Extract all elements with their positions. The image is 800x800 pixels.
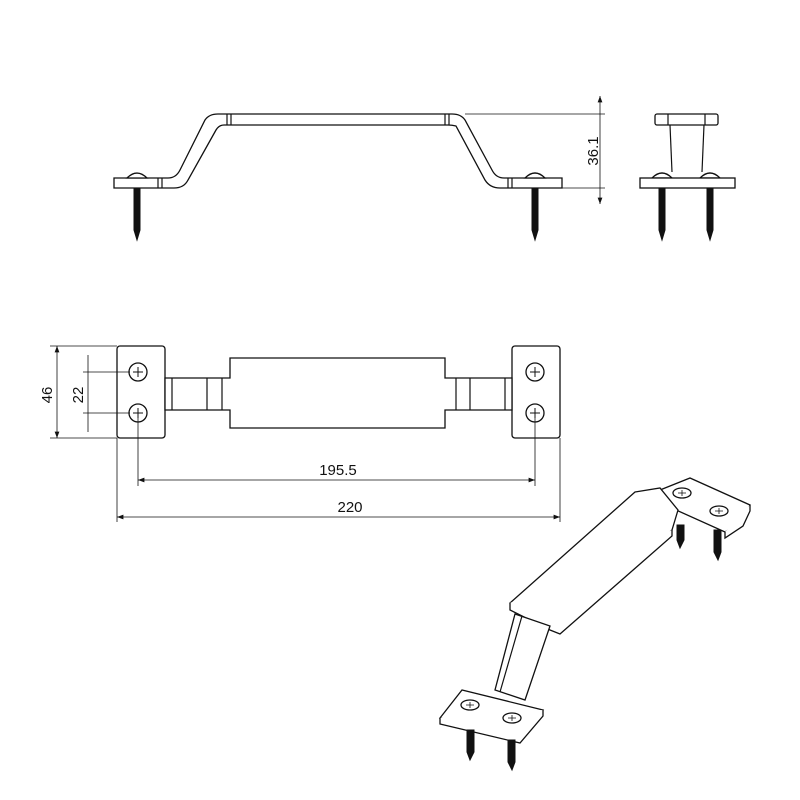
side-view: 36.1 [113,96,605,242]
screw-icon [133,187,141,242]
end-view [639,113,736,242]
screw-icon [531,187,539,242]
isometric-view [438,477,751,772]
dim-hole-distance-label: 195.5 [319,462,357,479]
dim-overall-length-label: 220 [337,499,362,516]
dim-height-label: 36.1 [585,136,602,165]
dim-hole-spacing-label: 22 [70,387,87,404]
top-view: 46 22 195.5 220 [39,345,561,522]
screw-head-icon [523,172,547,179]
dim-plate-width-label: 46 [39,387,56,404]
screw-head-icon [125,172,149,179]
